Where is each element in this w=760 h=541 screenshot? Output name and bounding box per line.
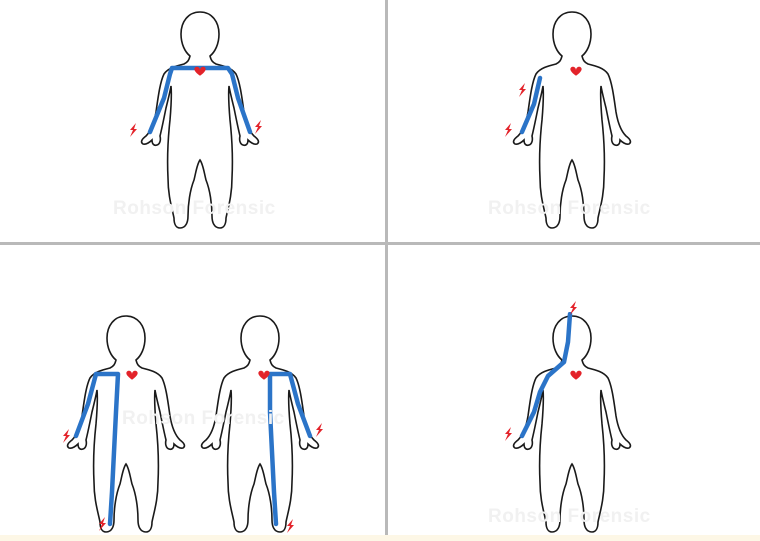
body-outline [514,12,631,228]
lightning-bolt-icon [58,426,74,446]
bottom-strip [0,535,760,541]
lightning-bolt-icon [500,424,516,444]
watermark-text: Rohson Forensic [488,506,651,528]
horizontal-divider [0,242,760,245]
panel-4-head-to-hand-figure [512,312,632,538]
lightning-bolt-icon [125,120,141,140]
lightning-bolt-icon [282,516,298,536]
lightning-bolt-icon [311,420,327,440]
watermark-text: Rohson Forensic [488,198,651,220]
body-outline [142,12,259,228]
lightning-bolt-icon [514,80,530,100]
lightning-bolt-icon [565,300,581,316]
lightning-bolt-icon [250,117,266,137]
lightning-bolt-icon [500,120,516,140]
vertical-divider [385,0,388,541]
watermark-text: Rohson Forensic [122,408,285,430]
body-outline [514,316,631,532]
watermark-text: Rohson Forensic [113,198,276,220]
lightning-bolt-icon [94,514,110,534]
